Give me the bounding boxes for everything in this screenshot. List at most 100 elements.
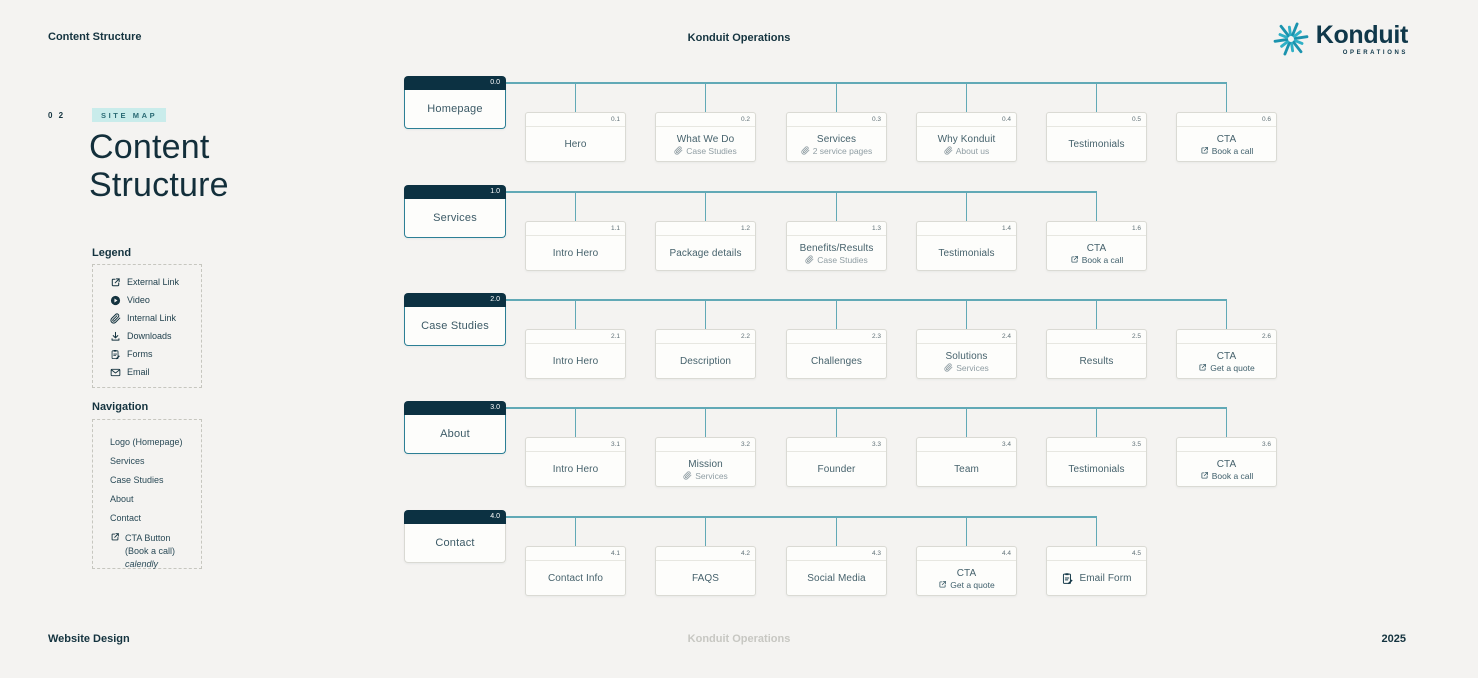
- parent-card-body: About: [404, 415, 506, 454]
- section-card-label: Solutions: [945, 350, 988, 362]
- section-card-label: CTA: [1216, 458, 1237, 470]
- section-card-label: Intro Hero: [552, 464, 599, 475]
- footer-year: 2025: [1381, 633, 1406, 645]
- section-card-number: 2.2: [740, 333, 750, 340]
- connector-line-vertical: [835, 299, 838, 329]
- section-card-body: Hero: [526, 127, 625, 162]
- parent-card-number: 1.0: [490, 188, 500, 195]
- logo-name: Konduit: [1315, 20, 1409, 49]
- section-card-number: 3.3: [871, 441, 881, 448]
- nav-item: Case Studies: [110, 470, 201, 489]
- internal-link-icon: [801, 146, 810, 155]
- connector-line-vertical: [1225, 299, 1228, 329]
- page-title: Content Structure: [89, 128, 229, 204]
- section-card-sublink: Case Studies: [805, 255, 868, 265]
- section-card-header: 0.5: [1047, 113, 1146, 127]
- legend-item: Video: [110, 291, 201, 309]
- legend-item: External Link: [110, 273, 201, 291]
- nav-cta-label: CTA Button: [125, 533, 171, 543]
- nav-item-label: Case Studies: [110, 474, 164, 485]
- section-card-sublink: Services: [944, 363, 989, 373]
- section-card-header: 4.5: [1047, 547, 1146, 561]
- section-card-number: 1.6: [1131, 225, 1141, 232]
- connector-line-vertical: [704, 82, 707, 112]
- external-link-icon: [110, 532, 120, 542]
- parent-card-label: Contact: [435, 537, 475, 549]
- section-card-sublink-label: 2 service pages: [812, 145, 873, 156]
- section-card-number: 0.1: [610, 116, 620, 123]
- section-card-header: 4.1: [526, 547, 625, 561]
- parent-card-number: 4.0: [490, 513, 500, 520]
- nav-item: Services: [110, 451, 201, 470]
- section-card-label: Social Media: [807, 573, 866, 584]
- internal-link-icon: [683, 471, 692, 480]
- section-card-number: 2.5: [1131, 333, 1141, 340]
- parent-card-header: 0.0: [404, 76, 506, 90]
- parent-card-number: 2.0: [490, 296, 500, 303]
- section-card-body: Team: [917, 452, 1016, 487]
- section-card-label: Results: [1079, 356, 1114, 367]
- connector-line-vertical: [1225, 407, 1228, 437]
- section-card-header: 1.1: [526, 222, 625, 236]
- section-card-label: Contact Info: [547, 573, 604, 584]
- section-card-header: 3.6: [1177, 438, 1276, 452]
- parent-card-body: Contact: [404, 524, 506, 563]
- nav-cta-sub2: calendly: [125, 559, 159, 569]
- parent-card-body: Homepage: [404, 90, 506, 129]
- parent-card-number: 3.0: [490, 404, 500, 411]
- external-link-icon: [1198, 363, 1207, 372]
- section-card-label: Testimonials: [1068, 139, 1125, 150]
- section-card-sublink: Book a call: [1200, 146, 1253, 156]
- email-icon: [110, 367, 121, 378]
- connector-line-vertical: [704, 516, 707, 546]
- section-card-header: 3.5: [1047, 438, 1146, 452]
- section-card-number: 2.6: [1261, 333, 1271, 340]
- connector-line-vertical: [574, 516, 577, 546]
- connector-line-horizontal: [506, 191, 1097, 193]
- section-card-number: 1.4: [1001, 225, 1011, 232]
- section-card-number: 1.3: [871, 225, 881, 232]
- connector-line-vertical: [1095, 299, 1098, 329]
- section-card-number: 4.5: [1131, 550, 1141, 557]
- section-card-number: 0.6: [1261, 116, 1271, 123]
- logo-subtitle: OPERATIONS: [1342, 49, 1408, 56]
- section-card-header: 1.2: [656, 222, 755, 236]
- section-card-label: Intro Hero: [552, 248, 599, 259]
- section-card-sublink-label: Book a call: [1081, 254, 1124, 265]
- section-card-header: 2.3: [787, 330, 886, 344]
- section-card-body: Social Media: [787, 561, 886, 596]
- section-card-number: 0.5: [1131, 116, 1141, 123]
- parent-card-label: About: [440, 428, 470, 440]
- section-card-body: Contact Info: [526, 561, 625, 596]
- parent-card-label: Homepage: [427, 103, 483, 115]
- section-card-label: Testimonials: [1068, 464, 1125, 475]
- connector-line-vertical: [965, 299, 968, 329]
- section-card-label: CTA: [1086, 242, 1107, 254]
- section-card-body: Challenges: [787, 344, 886, 379]
- konduit-logo: Konduit OPERATIONS: [1272, 20, 1408, 58]
- legend-item-label: Internal Link: [127, 313, 177, 323]
- section-card-header: 0.2: [656, 113, 755, 127]
- section-card-number: 3.4: [1001, 441, 1011, 448]
- section-card-body: Package details: [656, 236, 755, 271]
- section-card-sublink-label: Book a call: [1211, 470, 1254, 481]
- video-icon: [110, 295, 121, 306]
- parent-card-header: 2.0: [404, 293, 506, 307]
- section-card-body: Testimonials: [1047, 127, 1146, 162]
